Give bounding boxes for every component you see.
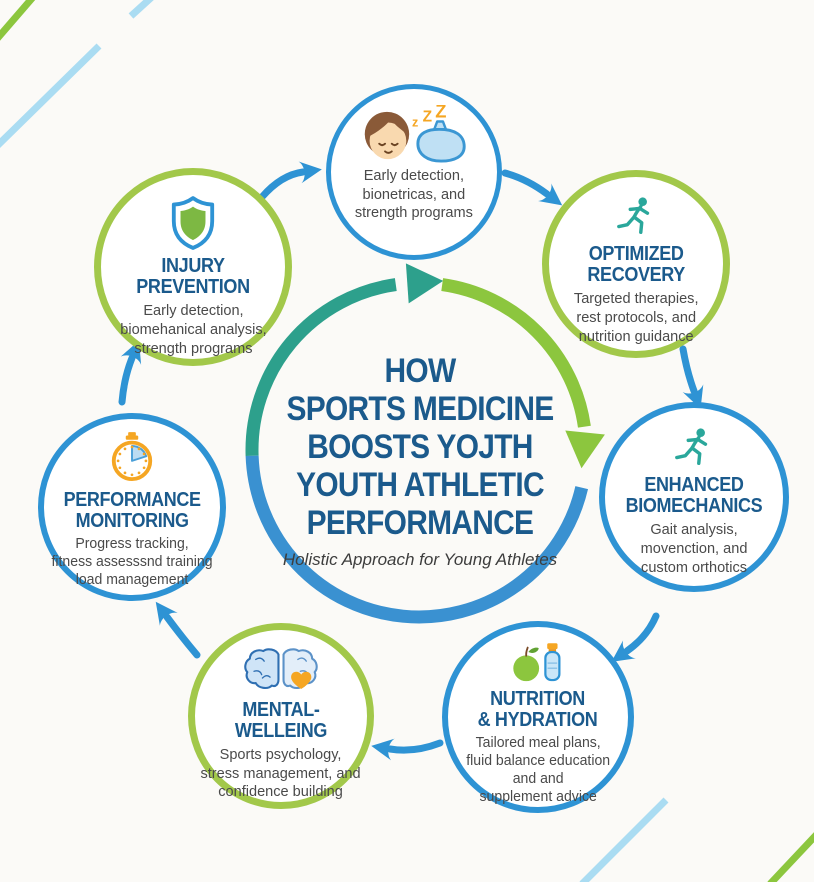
node-desc: Early detection, bionetricas, and streng…	[354, 167, 474, 222]
node-desc: Sports psychology, stress management, an…	[200, 746, 362, 801]
arrow-mental-to-performance	[155, 601, 201, 659]
node-title: PERFORMANCE MONITORING	[63, 489, 201, 533]
node-nutrition-hydration: NUTRITION & HYDRATION Tailored meal plan…	[442, 621, 634, 813]
lightblue-diagonal-bottom-right	[579, 797, 669, 882]
node-enhanced-biomechanics: ENHANCED BIOMECHANICS Gait analysis, mov…	[599, 402, 789, 592]
center-title-line: BOOSTS YOJTH	[307, 428, 533, 466]
zzz-text-large: Z	[435, 105, 446, 122]
runner-icon	[617, 197, 650, 234]
center-title-line: PERFORMANCE	[306, 504, 534, 542]
arrow-nutrition-to-mental	[371, 738, 444, 761]
node-title: MENTAL-WELLEING	[234, 698, 328, 743]
node-optimized-recovery: OPTIMIZED RECOVERY Targeted therapies, r…	[542, 170, 730, 358]
stopwatch-icon	[111, 432, 153, 482]
node-desc: Tailored meal plans, fluid balance educa…	[466, 735, 610, 806]
node-desc: Progress tracking, fitness assesssnd tra…	[51, 536, 213, 589]
arrow-sleep-to-recovery	[501, 169, 563, 206]
center-title-line: HOW	[384, 352, 456, 390]
node-title: NUTRITION & HYDRATION	[478, 687, 598, 731]
node-title: OPTIMIZED RECOVERY	[587, 243, 685, 287]
zzz-text-medium: Z	[423, 109, 432, 126]
node-sleep-recovery: z Z Z Early detection, bionetricas, and …	[326, 84, 502, 260]
arrow-biomechanics-to-nutrition	[611, 612, 660, 662]
center-title-line: SPORTS MEDICINE	[286, 390, 554, 428]
arrow-performance-to-injury	[118, 340, 142, 406]
center-subtitle: Holistic Approach for Young Athletes	[282, 550, 558, 569]
brain-heart-icon	[244, 648, 318, 690]
node-title: ENHANCED BIOMECHANICS	[625, 474, 763, 518]
node-desc: Early detection, biomehanical analysis, …	[119, 302, 267, 357]
center-title-line: YOUTH ATHLETIC	[296, 466, 544, 504]
lightblue-diagonal-top-left-short	[128, 0, 154, 19]
center-title-block: HOW SPORTS MEDICINE BOOSTS YOJTH YOUTH A…	[250, 352, 590, 570]
green-diagonal-bottom-right	[767, 832, 814, 882]
node-performance-monitoring: PERFORMANCE MONITORING Progress tracking…	[38, 413, 226, 601]
arrow-injury-to-sleep	[258, 161, 322, 201]
shield-icon	[171, 196, 215, 250]
apple-bottle-icon	[513, 643, 561, 682]
runner-icon	[675, 428, 708, 465]
node-title: INJURY PREVENTION	[136, 255, 250, 299]
ring-teal-arrowhead	[405, 263, 444, 304]
sleeping-child-icon: z Z Z	[364, 105, 466, 163]
zzz-text-small: z	[412, 115, 418, 129]
node-desc: Targeted therapies, rest protocols, and …	[573, 290, 699, 345]
node-desc: Gait analysis, movenction, and custom or…	[640, 521, 748, 576]
lightblue-diagonal-top-left-long	[0, 43, 102, 148]
node-injury-prevention: INJURY PREVENTION Early detection, biome…	[94, 168, 292, 366]
arrow-recovery-to-biomechanics	[679, 345, 704, 409]
node-mental-wellbeing: MENTAL-WELLEING Sports psychology, stres…	[188, 623, 374, 809]
green-diagonal-top-left	[0, 0, 36, 41]
